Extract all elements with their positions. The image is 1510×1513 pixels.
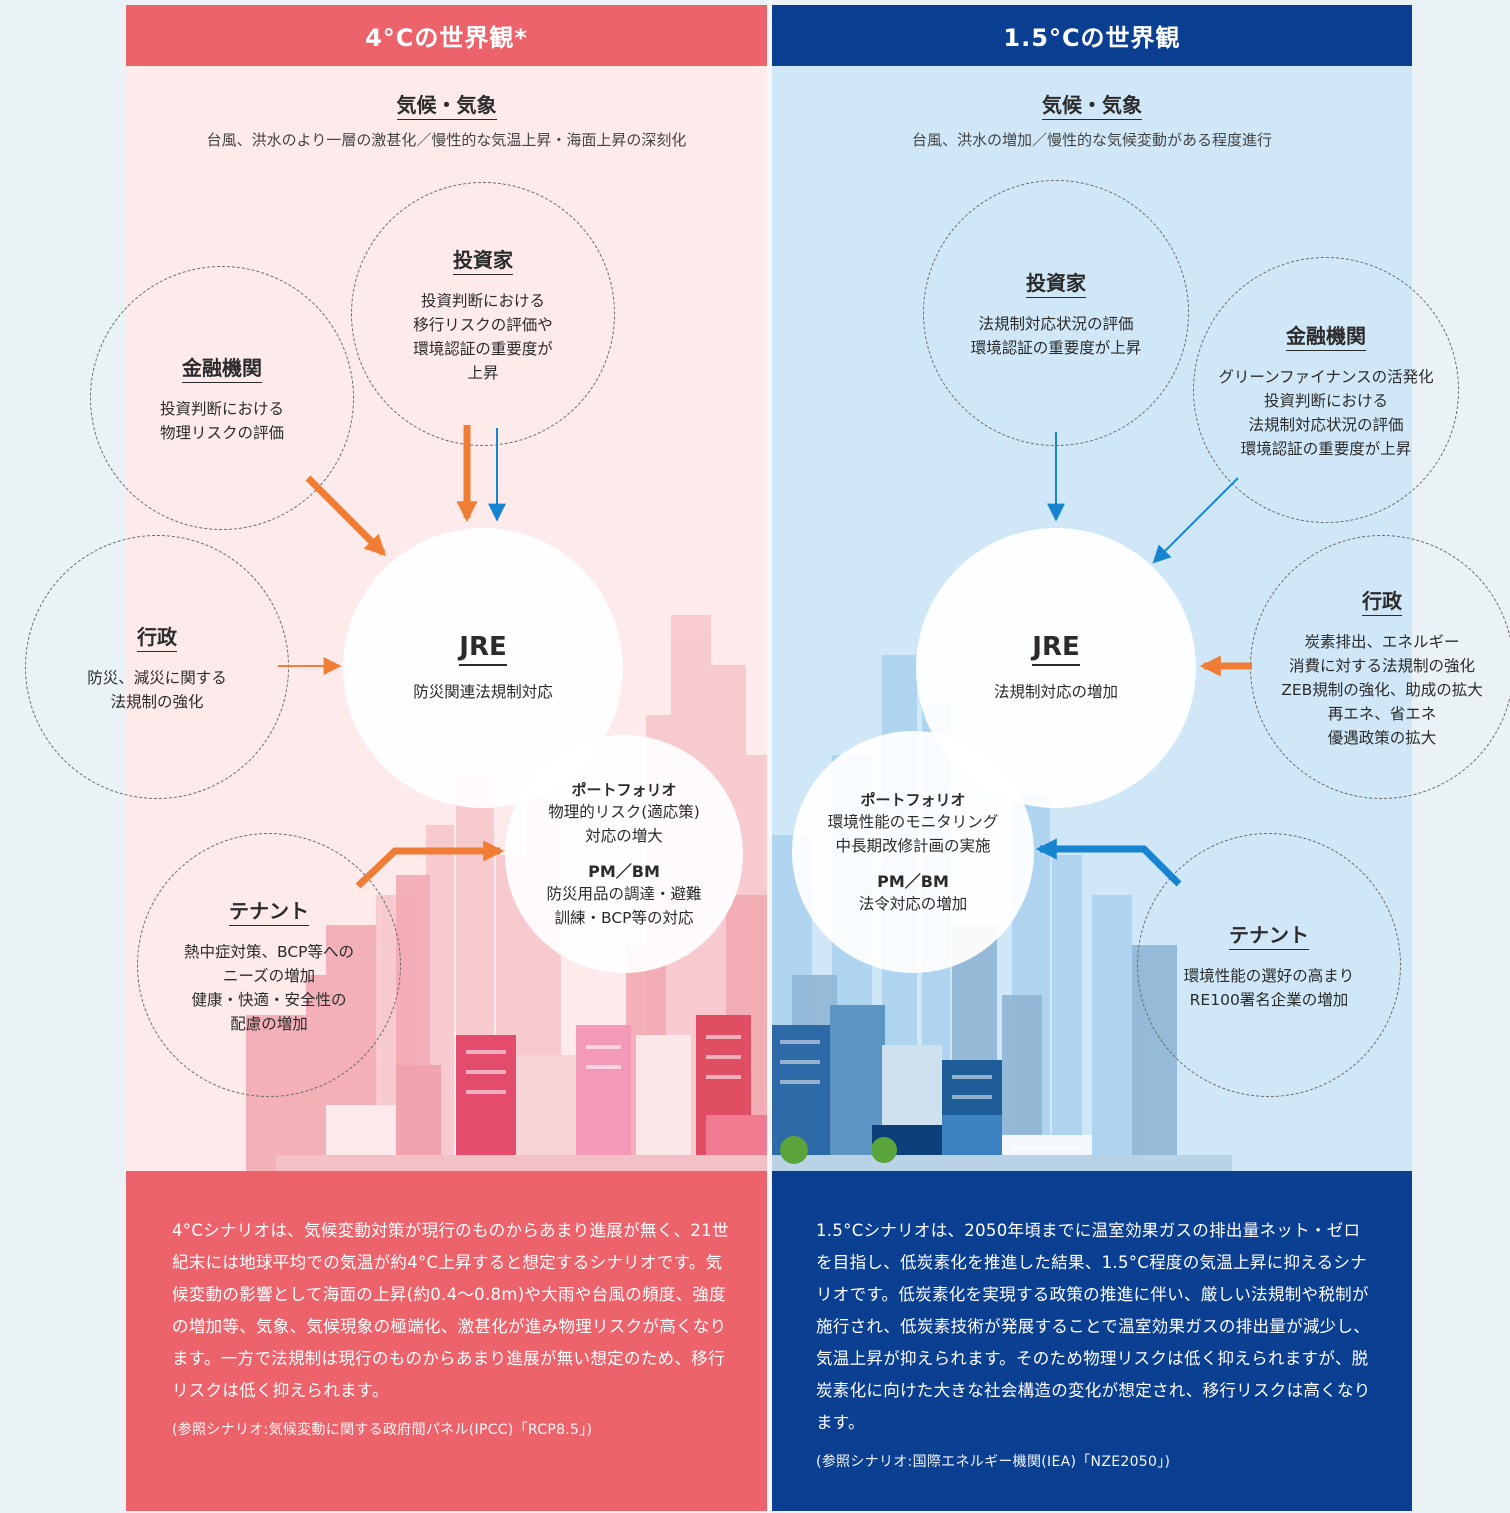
reference-text: (参照シナリオ:気候変動に関する政府間パネル(IPCC)「RCP8.5」) [172,1422,593,1438]
tenant-title: テナント [1229,919,1309,950]
jre-body: 法規制対応の増加 [993,683,1118,701]
portfolio-body: 物理的リスク(適応策) 対応の増大 [548,802,700,845]
gov-body: 防災、減災に関する 法規制の強化 [87,668,227,711]
portfolio-circle-1-5c: ポートフォリオ 環境性能のモニタリング 中長期改修計画の実施 PM／BM 法令対… [792,731,1034,973]
finance-title: 金融機関 [182,352,262,383]
portfolio-circle-4c: ポートフォリオ 物理的リスク(適応策) 対応の増大 PM／BM 防災用品の調達・… [505,735,743,973]
gov-title: 行政 [137,621,177,652]
finance-title: 金融機関 [1286,320,1366,351]
finance-body: 投資判断における 物理リスクの評価 [159,399,284,442]
tenant-body: 環境性能の選好の高まり RE100署名企業の増加 [1183,966,1355,1009]
gov-title: 行政 [1362,585,1402,616]
reference-text: (参照シナリオ:国際エネルギー機関(IEA)「NZE2050」) [816,1454,1171,1470]
investor-body: 投資判断における 移行リスクの評価や 環境認証の重要度が 上昇 [413,291,553,382]
tenant-circle-4c: テナント 熱中症対策、BCP等への ニーズの増加 健康・快適・安全性の 配慮の増… [137,833,401,1097]
gov-body: 炭素排出、エネルギー 消費に対する法規制の強化 ZEB規制の強化、助成の拡大 再… [1281,632,1483,747]
pm-head: PM／BM [877,871,949,891]
scenario-description-1-5c: 1.5°Cシナリオは、2050年頃までに温室効果ガスの排出量ネット・ゼロを目指し… [772,1171,1412,1511]
investor-circle-4c: 投資家 投資判断における 移行リスクの評価や 環境認証の重要度が 上昇 [351,182,615,446]
scenario-description-4c: 4°Cシナリオは、気候変動対策が現行のものからあまり進展が無く、21世紀末には地… [126,1171,767,1511]
investor-title: 投資家 [1026,267,1086,298]
tenant-circle-1-5c: テナント 環境性能の選好の高まり RE100署名企業の増加 [1137,833,1401,1097]
government-circle-4c: 行政 防災、減災に関する 法規制の強化 [25,535,289,799]
panel-divider [767,0,772,1513]
panel-title-1-5c: 1.5°Cの世界観 [772,5,1412,66]
portfolio-head: ポートフォリオ [860,790,966,809]
investor-title: 投資家 [453,244,513,275]
climate-desc: 台風、洪水の増加／慢性的な気候変動がある程度進行 [911,131,1272,149]
pm-body: 法令対応の増加 [858,894,968,913]
jre-body: 防災関連法規制対応 [413,683,553,701]
tenant-title: テナント [229,895,309,926]
climate-title: 気候・気象 [772,89,1412,120]
investor-body: 法規制対応状況の評価 環境認証の重要度が上昇 [970,314,1142,357]
panel-title-4c: 4°Cの世界観* [126,5,767,66]
portfolio-body: 環境性能のモニタリング 中長期改修計画の実施 [827,812,999,855]
investor-circle-1-5c: 投資家 法規制対応状況の評価 環境認証の重要度が上昇 [923,180,1189,446]
climate-desc: 台風、洪水のより一層の激甚化／慢性的な気温上昇・海面上昇の深刻化 [206,131,687,149]
description-text: 1.5°Cシナリオは、2050年頃までに温室効果ガスの排出量ネット・ゼロを目指し… [816,1221,1371,1432]
finance-circle-1-5c: 金融機関 グリーンファイナンスの活発化 投資判断における 法規制対応状況の評価 … [1193,257,1459,523]
tenant-body: 熱中症対策、BCP等への ニーズの増加 健康・快適・安全性の 配慮の増加 [183,942,355,1033]
government-circle-1-5c: 行政 炭素排出、エネルギー 消費に対する法規制の強化 ZEB規制の強化、助成の拡… [1250,535,1510,799]
portfolio-head: ポートフォリオ [571,780,677,799]
climate-title: 気候・気象 [126,89,767,120]
finance-circle-4c: 金融機関 投資判断における 物理リスクの評価 [90,266,354,530]
pm-body: 防災用品の調達・避難 訓練・BCP等の対応 [546,884,702,927]
jre-title: JRE [459,632,507,666]
description-text: 4°Cシナリオは、気候変動対策が現行のものからあまり進展が無く、21世紀末には地… [172,1221,729,1400]
pm-head: PM／BM [588,861,660,881]
finance-body: グリーンファイナンスの活発化 投資判断における 法規制対応状況の評価 環境認証の… [1218,367,1434,458]
jre-title: JRE [1032,632,1080,666]
